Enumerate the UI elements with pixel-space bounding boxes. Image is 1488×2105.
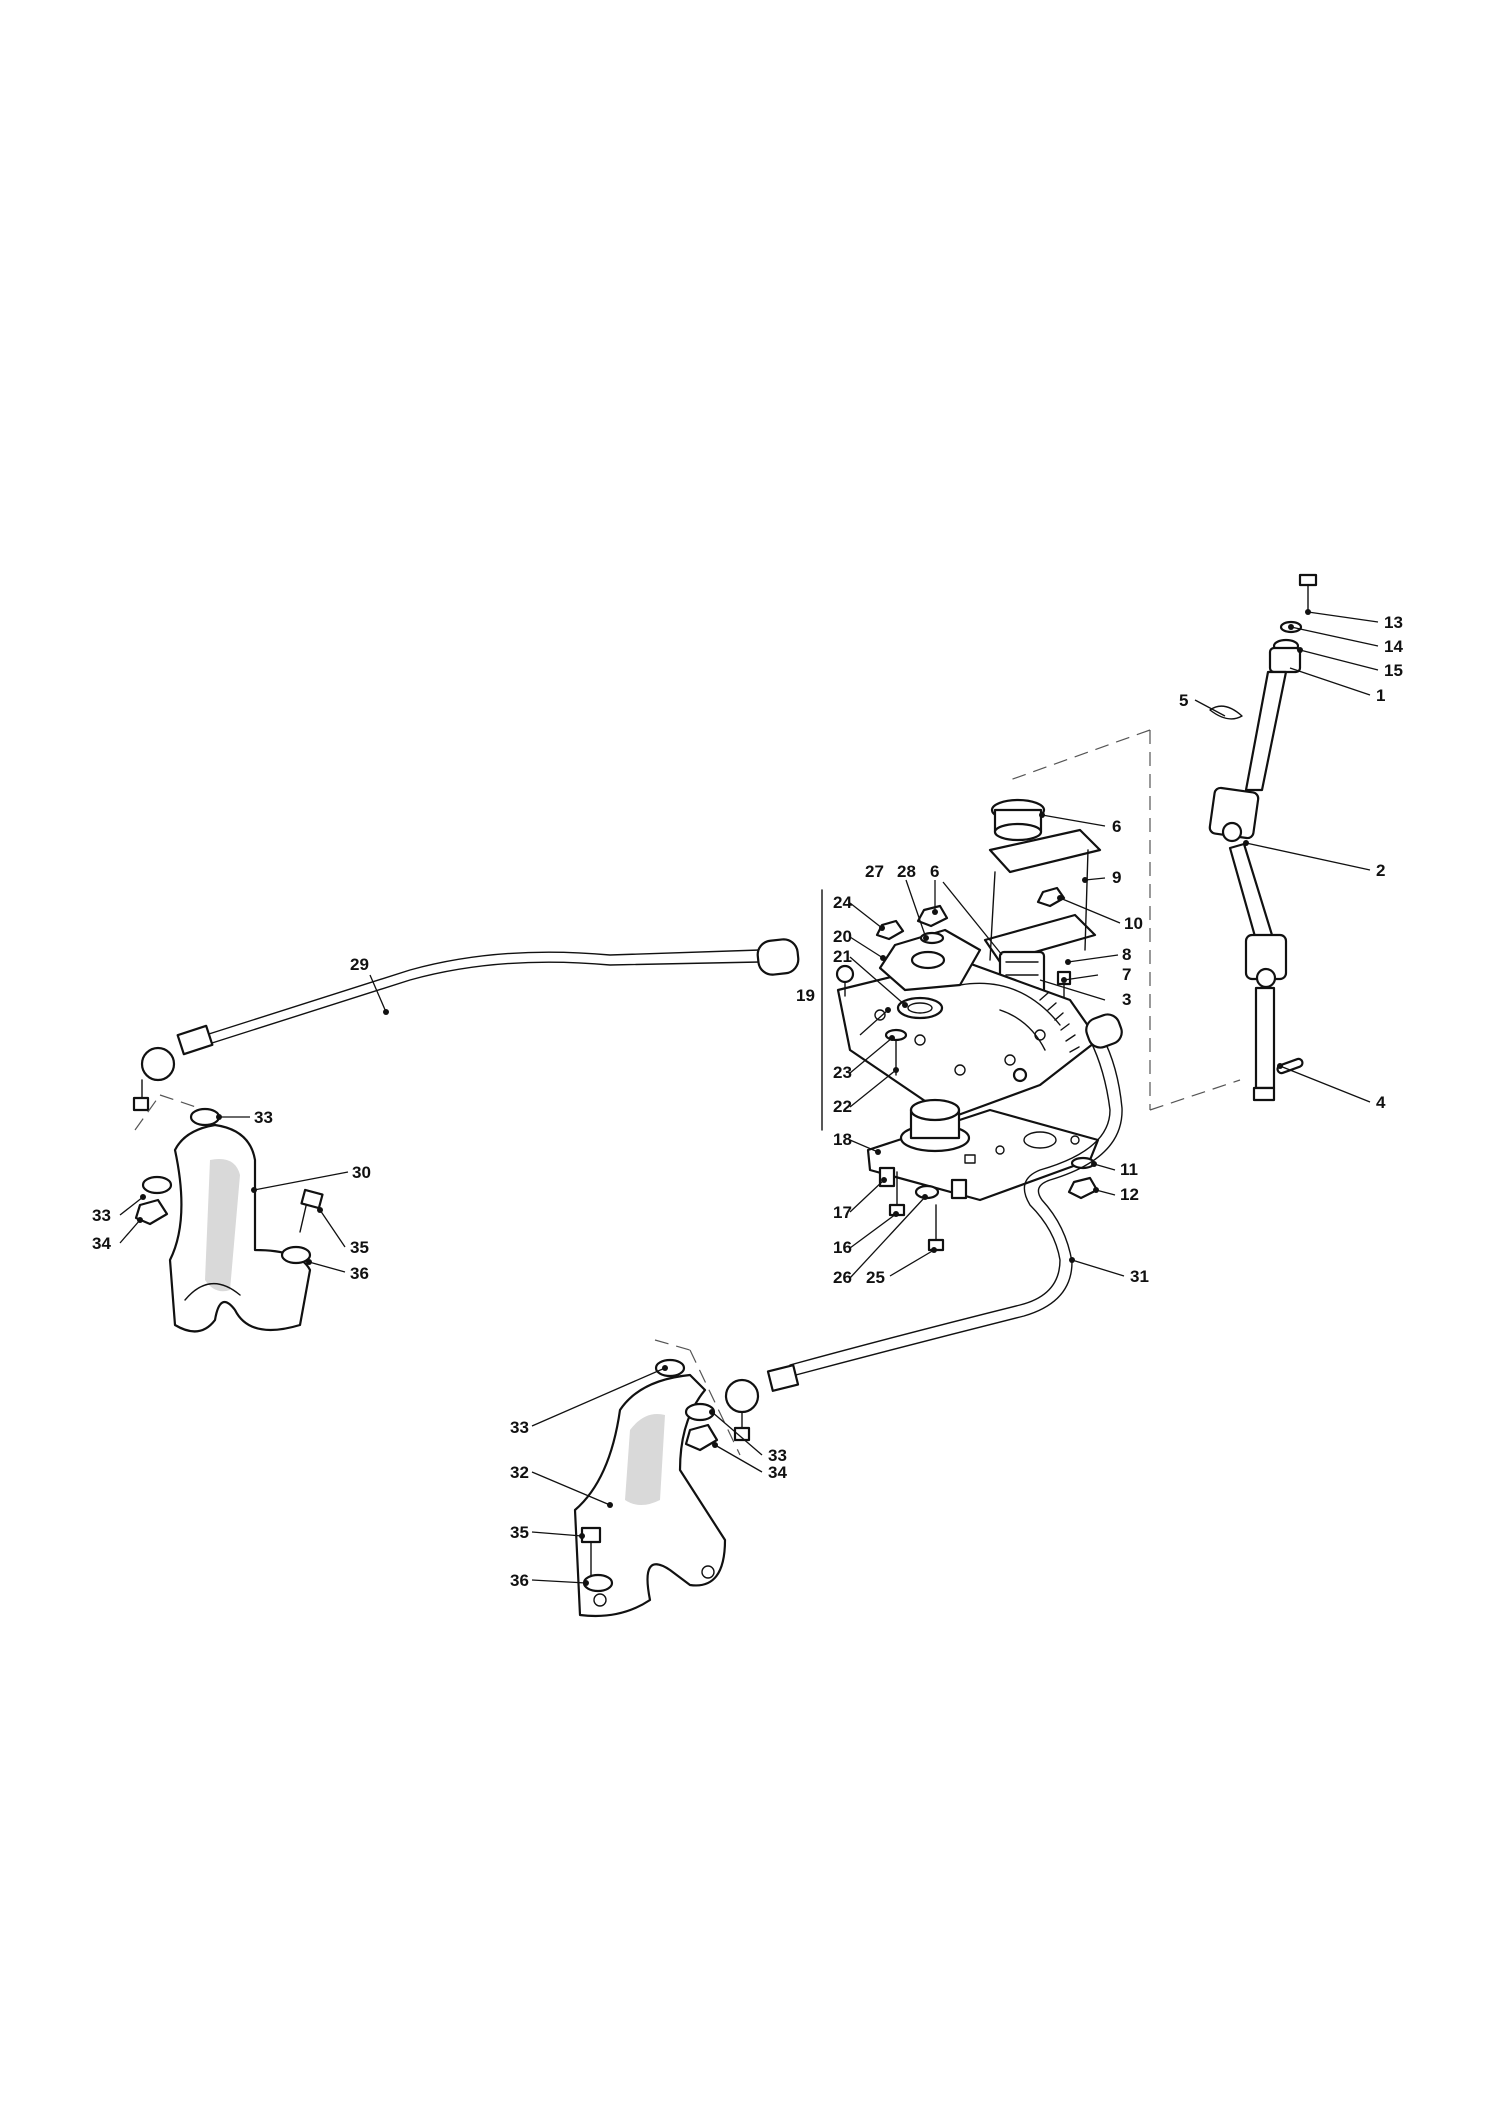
leader-lines xyxy=(119,609,1379,1586)
callout-35-a: 35 xyxy=(350,1238,369,1257)
steering-knuckle-left xyxy=(134,1094,324,1333)
callout-18: 18 xyxy=(833,1130,852,1149)
callout-21: 21 xyxy=(833,947,852,966)
callout-19: 19 xyxy=(796,986,815,1005)
callout-4: 4 xyxy=(1376,1093,1386,1112)
callout-28: 28 xyxy=(897,862,916,881)
callout-11: 11 xyxy=(1120,1160,1138,1179)
callout-33-d: 33 xyxy=(768,1446,787,1465)
callout-13: 13 xyxy=(1384,613,1403,632)
callout-7: 7 xyxy=(1122,965,1131,984)
callout-36-a: 36 xyxy=(350,1264,369,1283)
steering-knuckle-right xyxy=(573,1339,741,1618)
callout-6: 6 xyxy=(1112,817,1121,836)
callout-6-b: 6 xyxy=(930,862,939,881)
callout-36-b: 36 xyxy=(510,1571,529,1590)
callout-26: 26 xyxy=(833,1268,852,1287)
tie-rod-left xyxy=(132,938,800,1112)
callout-8: 8 xyxy=(1122,945,1131,964)
callout-23: 23 xyxy=(833,1063,852,1082)
callout-16: 16 xyxy=(833,1238,852,1257)
sector-gear-teeth xyxy=(1039,992,1080,1053)
callout-10: 10 xyxy=(1124,914,1143,933)
callout-30: 30 xyxy=(352,1163,371,1182)
callout-27: 27 xyxy=(865,862,884,881)
callout-1: 1 xyxy=(1376,686,1385,705)
callout-3: 3 xyxy=(1122,990,1131,1009)
drag-link xyxy=(724,1013,1123,1442)
callout-17: 17 xyxy=(833,1203,852,1222)
callout-12: 12 xyxy=(1120,1185,1139,1204)
callout-14: 14 xyxy=(1384,637,1403,656)
callout-20: 20 xyxy=(833,927,852,946)
callout-2: 2 xyxy=(1376,861,1385,880)
callout-5: 5 xyxy=(1179,691,1188,710)
callout-25: 25 xyxy=(866,1268,885,1287)
callout-9: 9 xyxy=(1112,868,1121,887)
steering-box xyxy=(835,798,1102,1252)
callout-15: 15 xyxy=(1384,661,1403,680)
callout-31: 31 xyxy=(1130,1267,1149,1286)
callout-33-c: 33 xyxy=(510,1418,529,1437)
callout-34-a: 34 xyxy=(92,1234,111,1253)
callout-35-b: 35 xyxy=(510,1523,529,1542)
callout-24: 24 xyxy=(833,893,852,912)
callout-29: 29 xyxy=(350,955,369,974)
callout-22: 22 xyxy=(833,1097,852,1116)
callout-32: 32 xyxy=(510,1463,529,1482)
steering-column xyxy=(1009,573,1318,1111)
callout-33-a: 33 xyxy=(254,1108,273,1127)
callout-34-b: 34 xyxy=(768,1463,787,1482)
callout-33-b: 33 xyxy=(92,1206,111,1225)
callout-labels: 13 14 15 1 5 6 2 9 10 27 28 6 24 20 21 1… xyxy=(92,613,1403,1590)
